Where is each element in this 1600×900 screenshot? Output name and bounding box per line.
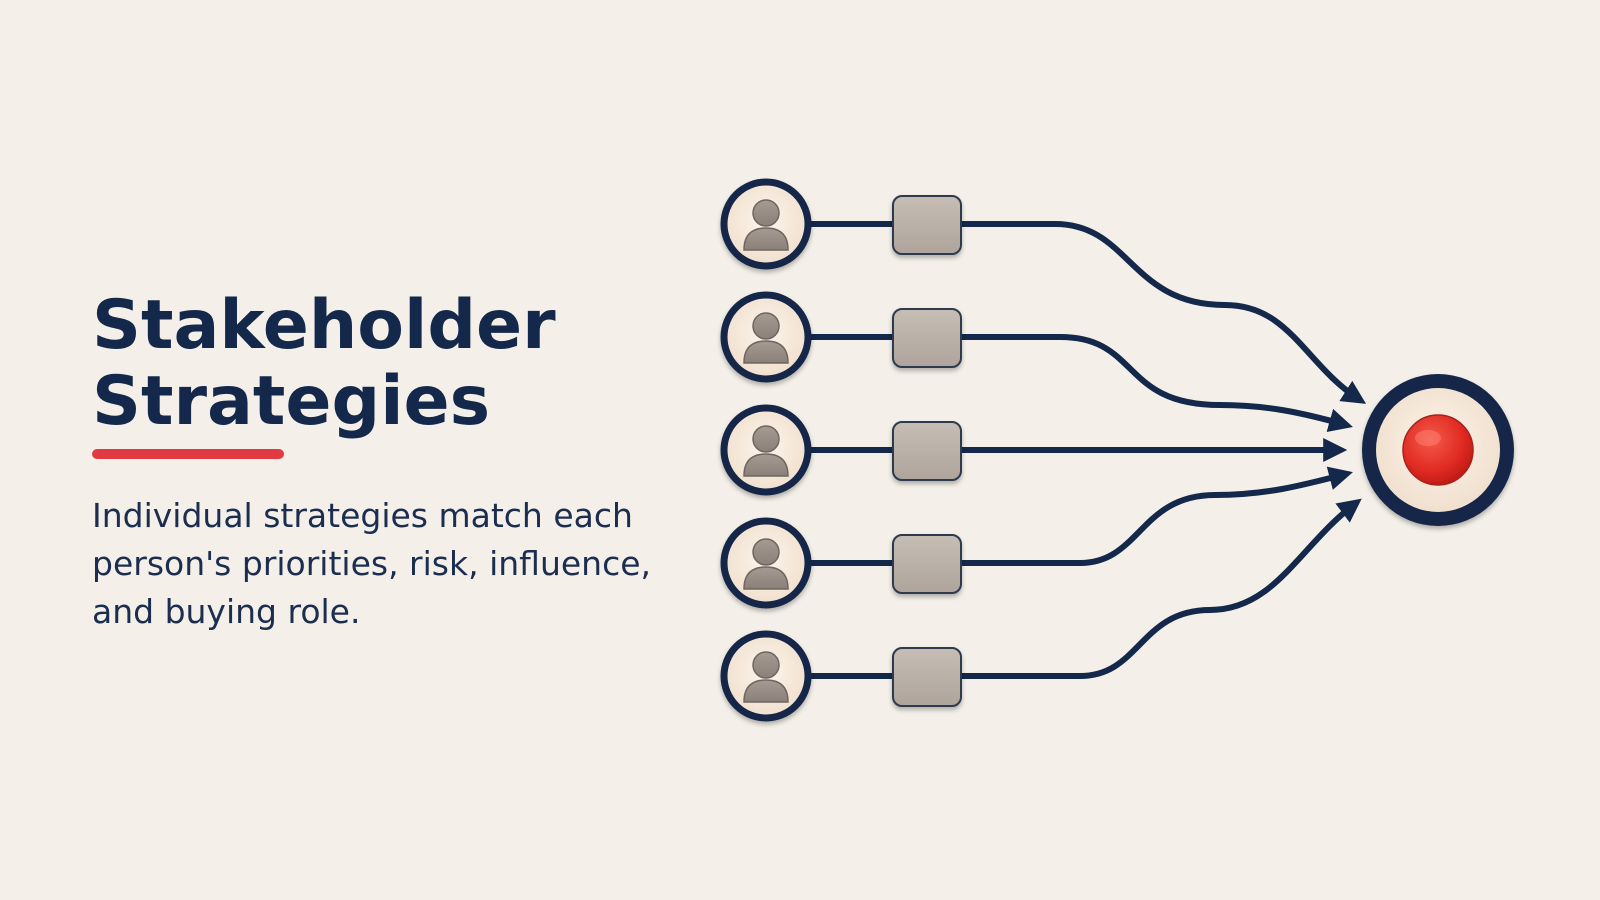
strategy-box-5 [892,647,962,707]
page-title: Stakeholder Strategies [92,288,556,440]
stakeholder-node-4 [720,517,812,609]
title-line-2: Strategies [92,362,491,441]
strategy-box-3 [892,421,962,481]
strategy-box-2 [892,308,962,368]
person-icon [743,425,789,477]
arrow-5 [957,498,1362,679]
stakeholder-node-2 [720,291,812,383]
strategy-box-4 [892,534,962,594]
person-icon [743,538,789,590]
title-line-1: Stakeholder [92,286,556,365]
person-icon [743,312,789,364]
arrow-4 [957,466,1353,566]
description-text: Individual strategies match each person'… [92,496,652,631]
person-icon [743,651,789,703]
stakeholder-node-1 [720,178,812,270]
person-icon [743,199,789,251]
arrow-1 [957,221,1367,404]
title-underline [92,449,284,459]
strategy-box-1 [892,195,962,255]
stakeholder-node-3 [720,404,812,496]
stakeholder-node-5 [720,630,812,722]
target-icon [1362,374,1514,526]
arrow-2 [957,334,1353,432]
